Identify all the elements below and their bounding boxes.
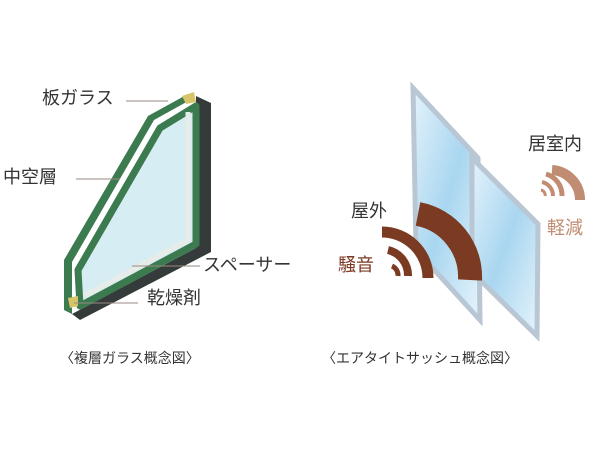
wave [390, 263, 401, 277]
spacer [82, 112, 191, 299]
front-sash [469, 151, 541, 342]
airtight-sash-illustration [381, 81, 586, 342]
label-outdoor: 屋外 [351, 201, 387, 222]
label-plate-glass: 板ガラス [42, 88, 114, 109]
caption-double-glazing: 〈複層ガラス概念図〉 [60, 351, 200, 367]
inner-glass-pane [74, 102, 200, 310]
label-noise: 騒音 [338, 255, 374, 276]
wave [381, 226, 434, 279]
wave [415, 202, 483, 281]
double-glazing-illustration [64, 92, 211, 320]
label-spacer: スペーサー [203, 255, 292, 276]
reduced-waves [540, 165, 586, 201]
back-seal [72, 96, 211, 320]
caption-airtight-sash: 〈エアタイトサッシュ概念図〉 [322, 351, 518, 367]
wave [540, 188, 547, 197]
noise-waves [381, 202, 483, 281]
desiccant-top [182, 92, 196, 104]
desiccant-bottom [68, 296, 78, 308]
label-reduced: 軽減 [547, 218, 583, 239]
wave [386, 246, 412, 277]
wave [551, 165, 586, 201]
label-hollow-layer: 中空層 [3, 167, 57, 188]
wave [541, 180, 555, 197]
label-indoor: 居室内 [528, 134, 582, 155]
label-desiccant: 乾燥剤 [147, 288, 201, 309]
wave [545, 171, 565, 197]
